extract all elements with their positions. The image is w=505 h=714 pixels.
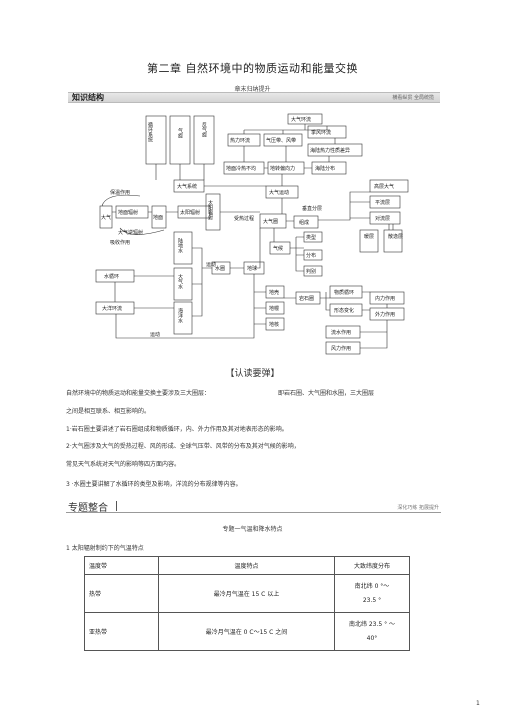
header-latitude: 大致纬度分布	[334, 556, 410, 575]
label-insulation: 保温作用	[110, 189, 130, 196]
label-distribution: 分布	[306, 252, 316, 259]
box-atm	[99, 205, 113, 229]
label-landform-change: 形态变化	[334, 307, 354, 314]
label-earth: 地球	[247, 265, 257, 272]
table-header-row: 温度带 温度特点 大致纬度分布	[84, 556, 410, 575]
label-internal: 内力作用	[375, 295, 395, 302]
label-flowing-water: 流水作用	[331, 329, 351, 336]
box-warm-layer	[359, 229, 379, 253]
page-subtitle: 章末归纳提升	[234, 86, 271, 93]
label-ground: 地面	[153, 214, 163, 221]
paragraph-point-1: 1·岩石圈主要讲述了岩石圈组成和物质循环，内、外力作用及其对地表形态的影响。	[66, 426, 288, 433]
box-cyclone	[169, 115, 191, 165]
paragraph-point-3: 3 ·水圈主要讲解了水循环的类型及影响，洋流的分布规律等内容。	[66, 481, 242, 488]
banner-tagline: 横看纵贯 全局统揽	[392, 95, 434, 101]
label-atm-circ: 大气环流	[291, 116, 311, 123]
box-upper-atm	[369, 179, 409, 193]
label-vertical-layer: 垂直分层	[302, 205, 322, 212]
cell-zone: 亚热带	[84, 612, 159, 651]
label-rock-cycle: 物质循环	[334, 289, 354, 296]
label-ground-rad: 地面辐射	[118, 209, 138, 216]
label-sea-land-dist: 海陆分布	[315, 165, 335, 172]
label-absorb: 吸收作用	[110, 239, 130, 246]
page-title: 第二章 自然环境中的物质运动和能量交换	[147, 62, 358, 75]
label-cycle-system: 循环系统	[147, 121, 153, 143]
label-ocean-cycle: 大洋环流	[102, 305, 122, 312]
paragraph-point-2: 2·大气圈涉及大气的受热过程、风的形成、全球气压带、风带的分布及其对气候的影响，	[66, 443, 300, 450]
table-caption: 1 太阳辐射制约下的气温特点	[66, 545, 144, 552]
label-solar-rad: 太阳辐射	[180, 209, 200, 216]
label-external: 外力作用	[375, 311, 395, 318]
paragraph-intro-b: 即岩石圈、大气圈和水圈，三大圈层	[278, 390, 375, 397]
box-sea-water	[173, 301, 193, 335]
cell-zone: 热带	[84, 574, 159, 613]
label-upper-atm: 高层大气	[374, 183, 394, 190]
header-feature: 温度特点	[158, 556, 335, 575]
label-exosphere: 散逸层	[388, 233, 403, 240]
label-sea-land: 海陆热力性质差异	[310, 147, 350, 154]
label-sea-water: 海洋水	[177, 307, 183, 323]
table-row: 热带 最冷月气温在 15 C 以上 南北纬 0 °～ 23.5 °	[84, 574, 410, 613]
label-motion2: 运动	[150, 331, 160, 338]
label-back-rad: 大气逆辐射	[118, 229, 143, 236]
temperature-table: 温度带 温度特点 大致纬度分布 热带 最冷月气温在 15 C 以上 南北纬 0 …	[84, 556, 410, 651]
topic-title: 专题一气温和降水特点	[222, 526, 283, 533]
paragraph-point-2-cont: 常见天气系统对天气的影响等四方面内容。	[66, 461, 181, 468]
zhuanti-divider	[116, 501, 117, 511]
knowledge-structure-banner: 知识结构 横看纵贯 全局统揽	[68, 92, 440, 103]
cell-latitude-line2: 40°	[366, 634, 378, 642]
zhuanti-banner: 专题整合 深化巧练 拓展提升	[66, 500, 441, 514]
label-pressure-belts: 气压带、风带	[266, 137, 296, 144]
box-ground	[151, 205, 167, 229]
zhuanti-title: 专题整合	[68, 503, 108, 514]
knowledge-diagram: 循环系统 气旋 反气旋 大气环流 热力环流 气压带、风带 季风环流 海陆热力性质…	[95, 113, 409, 355]
label-climate: 气候	[273, 245, 283, 252]
label-hydrosphere: 水圈	[215, 265, 225, 272]
label-uneven-heat: 地面冷热不均	[226, 165, 256, 172]
label-heat-circ: 热力环流	[230, 137, 250, 144]
label-core: 地核	[269, 321, 279, 328]
label-troposphere: 对流层	[375, 215, 390, 222]
label-atm-motion: 大气运动	[269, 189, 289, 196]
section-heading: 【认读要弹】	[225, 369, 280, 379]
label-atm-system: 大气系统	[177, 183, 197, 190]
cell-feature: 最冷月气温在 15 C 以上	[158, 574, 335, 613]
label-stratosphere: 平流层	[375, 199, 390, 206]
cell-feature: 最冷月气温在 0 C～15 C 之间	[158, 612, 335, 651]
label-composition: 组成	[299, 219, 309, 226]
label-wind: 风力作用	[331, 345, 351, 352]
table-row: 亚热带 最冷月气温在 0 C～15 C 之间 南北纬 23.5 ° ～ 40°	[84, 612, 410, 651]
label-atmosphere-sphere: 大气圈	[263, 218, 278, 225]
label-land-water: 陆地水	[177, 237, 183, 253]
label-warm-layer: 暖层	[364, 233, 374, 240]
label-atm-water: 大气水	[177, 273, 183, 289]
box-composition	[293, 215, 319, 229]
label-types: 类型	[306, 234, 316, 241]
cell-latitude: 南北纬 0 °～ 23.5 °	[334, 574, 410, 613]
label-heat-process: 受热过程	[234, 215, 254, 222]
label-atm: 大气	[101, 214, 111, 221]
page-number: 1	[476, 700, 480, 707]
header-zone: 温度带	[84, 556, 159, 575]
paragraph-intro-a: 自然环境中的物质运动和能量交换主要涉及三大圈层：	[66, 390, 211, 397]
cell-latitude-line2: 23.5 °	[362, 596, 382, 604]
label-water-cycle: 水循环	[104, 273, 119, 280]
paragraph-intro-c: 之间是相互联系、相互影响的。	[66, 408, 151, 415]
cell-latitude-line1: 南北纬 23.5 ° ～	[348, 620, 396, 628]
cell-latitude-line1: 南北纬 0 °～	[354, 582, 390, 590]
label-motion: 运动	[206, 261, 216, 268]
label-lithosphere: 岩石圈	[299, 295, 314, 302]
cell-latitude: 南北纬 23.5 ° ～ 40°	[334, 612, 410, 651]
label-monsoon: 季风环流	[311, 129, 331, 136]
banner-title: 知识结构	[72, 93, 104, 102]
label-cyclone: 气旋	[177, 127, 183, 139]
label-anticyclone: 反气旋	[201, 121, 207, 138]
zhuanti-tagline: 深化巧练 拓展提升	[397, 505, 439, 511]
label-coriolis: 地转偏向力	[270, 165, 295, 172]
label-crust: 地壳	[269, 289, 279, 296]
label-sun: 太阳辐射	[207, 199, 213, 221]
label-mantle: 地幔	[269, 305, 279, 312]
label-judge: 判别	[306, 268, 316, 275]
